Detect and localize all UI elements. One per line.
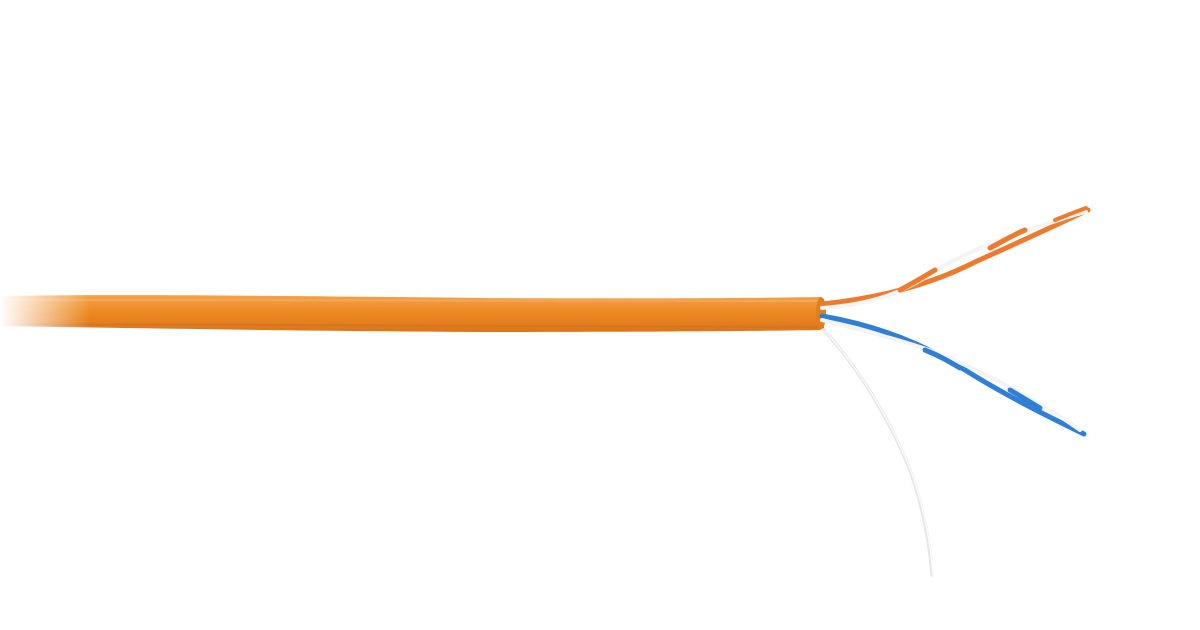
twisted-pair-blue-icon [819,313,1087,437]
twisted-pair-orange-icon [819,206,1091,310]
cable-jacket [0,290,826,334]
ripcord-thread-icon [822,328,934,577]
